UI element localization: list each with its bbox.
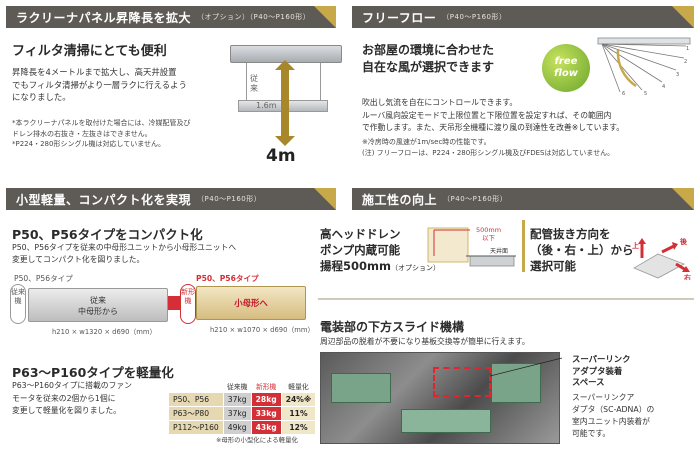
section-title: フリーフロー	[362, 10, 437, 25]
feature-heading: 配管抜き方向を （後・右・上）から 選択可能	[530, 227, 634, 273]
louver-line	[601, 43, 687, 47]
section-header-installation: 施工性の向上 （P40〜P160形）	[352, 188, 694, 210]
louver-label: 3	[676, 72, 679, 78]
dir-label-right: 右	[683, 273, 691, 280]
louver-line	[601, 43, 685, 59]
louver-line	[601, 43, 643, 91]
section-header-free-flow: フリーフロー （P40〜P160形）	[352, 6, 694, 28]
old-type-label: P50、P56タイプ	[14, 274, 73, 283]
free-flow-badge: free flow	[542, 44, 590, 92]
old-unit-image: 従来 中母形から	[28, 288, 168, 322]
corner-accent	[314, 188, 336, 210]
drain-height-label: 500mm	[476, 226, 501, 234]
new-badge: 新形機	[180, 284, 196, 324]
table-row: P63〜P80 37kg 33kg 11%	[168, 406, 317, 421]
section-title: 施工性の向上	[362, 192, 438, 207]
table-header-row: 従来機 新形機 軽量化	[168, 380, 316, 393]
feature-body: P50、P56タイプを従来の中母形ユニットから小母形ユニットへ 変更してコンパク…	[12, 243, 237, 264]
feature-heading: P50、P56タイプをコンパクト化	[12, 227, 203, 242]
louver-angle-diagram: 1 2 3 4 5 6	[597, 37, 691, 96]
section-header-panel-lift: ラクリーナパネル昇降長を拡大 （オプション）（P40〜P160形）	[6, 6, 336, 28]
old-length-label: 従来	[250, 74, 258, 93]
corner-accent	[672, 6, 694, 28]
feature-heading: お部屋の環境に合わせた 自在な風が選択できます	[362, 43, 495, 74]
callout-title: スーパーリンク アダプタ装着 スペース	[572, 354, 631, 387]
table-note: ※母形の小型化による軽量化	[216, 436, 298, 444]
feature-body: 周辺部品の脱着が不要になり基板交換等が簡単に行えます。	[320, 337, 530, 346]
louver-line	[601, 43, 663, 83]
table-row: P112〜P160 49kg 43kg 12%	[168, 420, 317, 435]
corner-accent	[672, 188, 694, 210]
dir-label-back: 後	[679, 237, 688, 246]
drain-pump-diagram: 500mm 以下 天井面	[427, 226, 516, 267]
louver-label: 1	[686, 46, 689, 52]
callout-line	[490, 357, 563, 377]
lift-wire	[320, 63, 321, 100]
weight-table: 従来機 新形機 軽量化 P50、P56 37kg 28kg 24%※ P63〜P…	[168, 380, 317, 435]
new-unit-image: 小母形へ	[196, 286, 306, 320]
feature-heading: P63〜P160タイプを軽量化	[12, 365, 174, 380]
adapter-space-highlight	[433, 367, 491, 397]
old-length-value: 1.6m	[256, 101, 277, 110]
louver-line	[601, 43, 621, 93]
feature-notes: *本ラクリーナパネルを取付けた場合には、冷媒配管及び ドレン排水の右抜き・左抜き…	[12, 119, 191, 148]
lift-wire	[246, 63, 247, 100]
callout-body: スーパーリンクア ダプタ（SC-ADNA）の 室内ユニット内装着が 可能です。	[572, 393, 655, 438]
section-title-note: （P40〜P160形）	[443, 195, 508, 203]
dir-label-top: 上	[632, 241, 639, 250]
drain-height-label: 以下	[482, 234, 496, 242]
louver-label: 6	[622, 91, 625, 96]
old-badge: 従来機	[10, 284, 26, 324]
ceiling-label: 天井面	[490, 247, 508, 255]
louver-label: 4	[662, 84, 665, 90]
lift-arrow	[275, 60, 295, 146]
new-dimensions: h210 × w1070 × d690（mm）	[210, 326, 315, 334]
feature-body: 吹出し気流を自在にコントロールできます。 ルーバ風向設定モードで上限位置と下限位…	[362, 98, 625, 132]
table-row: P50、P56 37kg 28kg 24%※	[168, 392, 317, 407]
section-title-note: （オプション）（P40〜P160形）	[197, 13, 311, 21]
feature-notes: ※冷房時の風速が1m/sec時の性能です。 (注) フリーフローは、P224・2…	[362, 138, 615, 157]
section-title-note: （P40〜P160形）	[442, 13, 507, 21]
pipe-direction-diagram: 上 後 右	[632, 237, 691, 280]
divider	[522, 220, 525, 272]
section-title-note: （P40〜P160形）	[197, 195, 262, 203]
new-type-label: P50、P56タイプ	[196, 274, 259, 283]
louver-label: 5	[644, 91, 647, 96]
corner-accent	[314, 6, 336, 28]
feature-heading: 電装部の下方スライド機構	[320, 320, 465, 334]
feature-heading: 高ヘッドドレン ポンプ内蔵可能 揚程500mm（オプション）	[320, 227, 440, 273]
new-length-value: 4m	[266, 146, 296, 166]
section-header-compact: 小型軽量、コンパクト化を実現 （P40〜P160形）	[6, 188, 336, 210]
divider	[318, 298, 694, 300]
section-title: 小型軽量、コンパクト化を実現	[16, 192, 192, 207]
feature-body: 昇降長を4メートルまで拡大し、高天井設置 でもフィルタ清掃がより一層ラクに行える…	[12, 67, 187, 102]
feature-heading: フィルタ清掃にとても便利	[12, 44, 167, 59]
louver-label: 2	[684, 59, 687, 65]
electrical-box-photo	[320, 352, 560, 444]
section-title: ラクリーナパネル昇降長を拡大	[16, 10, 192, 25]
old-dimensions: h210 × w1320 × d690（mm）	[52, 328, 157, 336]
feature-body: P63〜P160タイプに搭載のファン モータを従来の2個から1個に 変更して軽量…	[12, 381, 132, 415]
louver-line	[601, 43, 677, 71]
